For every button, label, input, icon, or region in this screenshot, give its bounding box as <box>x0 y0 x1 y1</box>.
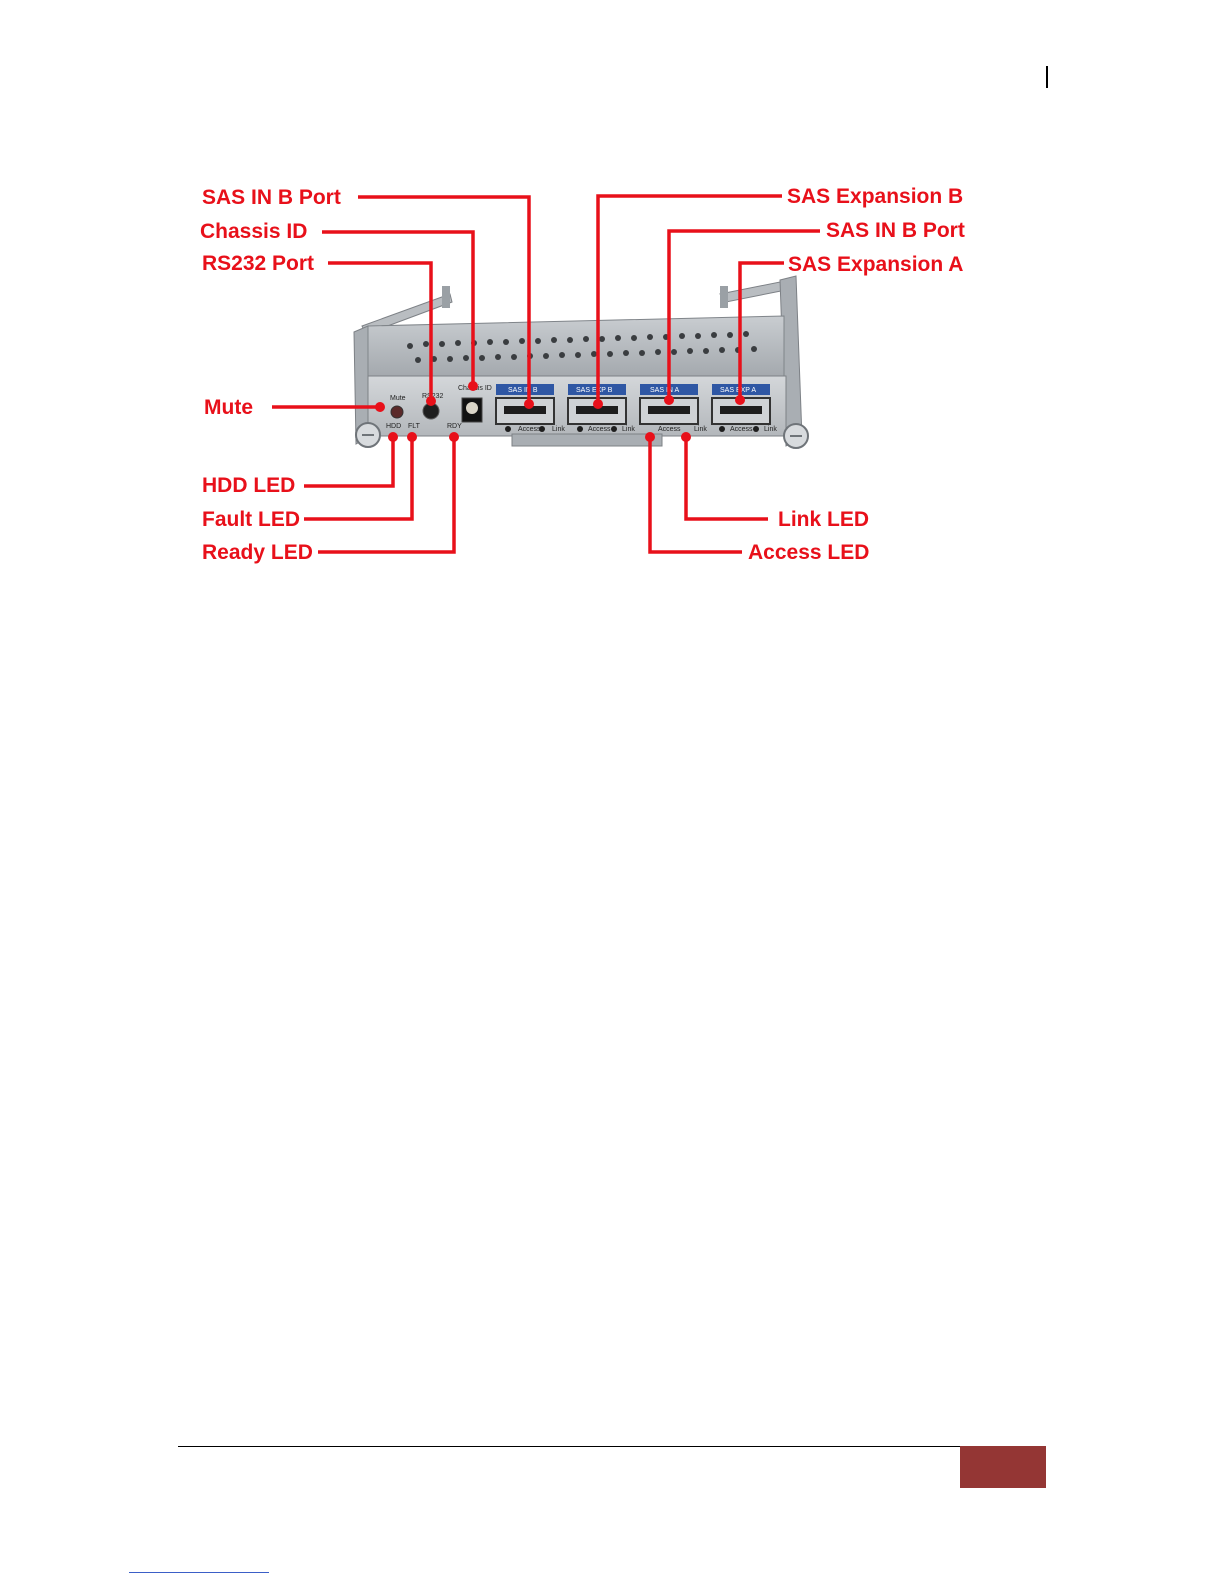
panel-label-access-2: Access <box>588 426 611 433</box>
panel-label-link-1: Link <box>552 426 565 433</box>
callout-access-led: Access LED <box>748 541 869 564</box>
leader-access-led <box>650 441 742 552</box>
leader-dot-sas-expansion-b <box>593 399 603 409</box>
leader-dot-sas-in-b-left <box>524 399 534 409</box>
leader-ready-led <box>318 441 454 552</box>
panel-label-hdd: HDD <box>386 423 401 430</box>
controller-module-figure: Mute RS232 Chassis ID HDD FLT RDY SAS IN… <box>190 176 990 576</box>
leader-dot-link-led <box>681 432 691 442</box>
leader-dot-fault-led <box>407 432 417 442</box>
leader-dot-sas-in-b-right <box>664 395 674 405</box>
panel-label-rdy: RDY <box>447 423 462 430</box>
panel-label-link-2: Link <box>622 426 635 433</box>
leader-dot-hdd-led <box>388 432 398 442</box>
leader-link-led <box>686 441 768 519</box>
footer-page-box <box>960 1446 1046 1488</box>
leader-fault-led <box>304 441 412 519</box>
callout-mute: Mute <box>204 396 253 419</box>
callout-ready-led: Ready LED <box>202 541 313 564</box>
panel-label-port-3: SAS IN A <box>650 387 680 394</box>
footer-link-underline <box>129 1572 269 1573</box>
leader-dot-access-led <box>645 432 655 442</box>
leader-hdd-led <box>304 441 393 486</box>
leader-dot-mute <box>375 402 385 412</box>
leader-dot-rs232 <box>426 396 436 406</box>
panel-label-port-1: SAS IN B <box>508 387 538 394</box>
panel-label-access-3: Access <box>658 426 681 433</box>
panel-label-port-4: SAS EXP A <box>720 387 756 394</box>
callout-sas-in-b-port-right: SAS IN B Port <box>826 219 965 242</box>
panel-label-access-4: Access <box>730 426 753 433</box>
panel-label-access-1: Access <box>518 426 541 433</box>
callout-sas-in-b-port-left: SAS IN B Port <box>202 186 341 209</box>
panel-label-mute: Mute <box>390 395 406 402</box>
callout-hdd-led: HDD LED <box>202 474 295 497</box>
leader-dot-sas-expansion-a <box>735 395 745 405</box>
footer-divider <box>178 1446 1046 1447</box>
panel-label-link-3: Link <box>694 426 707 433</box>
callout-chassis-id: Chassis ID <box>200 220 307 243</box>
callout-rs232-port: RS232 Port <box>202 252 314 275</box>
panel-label-link-4: Link <box>764 426 777 433</box>
leader-dot-ready-led <box>449 432 459 442</box>
callout-sas-expansion-a: SAS Expansion A <box>788 253 963 276</box>
header-divider <box>1046 66 1048 88</box>
callout-fault-led: Fault LED <box>202 508 300 531</box>
callout-sas-expansion-b: SAS Expansion B <box>787 185 963 208</box>
controller-module-diagram: Mute RS232 Chassis ID HDD FLT RDY SAS IN… <box>190 176 990 576</box>
leader-dot-chassis-id <box>468 381 478 391</box>
callout-link-led: Link LED <box>778 508 869 531</box>
panel-label-flt: FLT <box>408 423 421 430</box>
panel-label-port-2: SAS EXP B <box>576 387 613 394</box>
